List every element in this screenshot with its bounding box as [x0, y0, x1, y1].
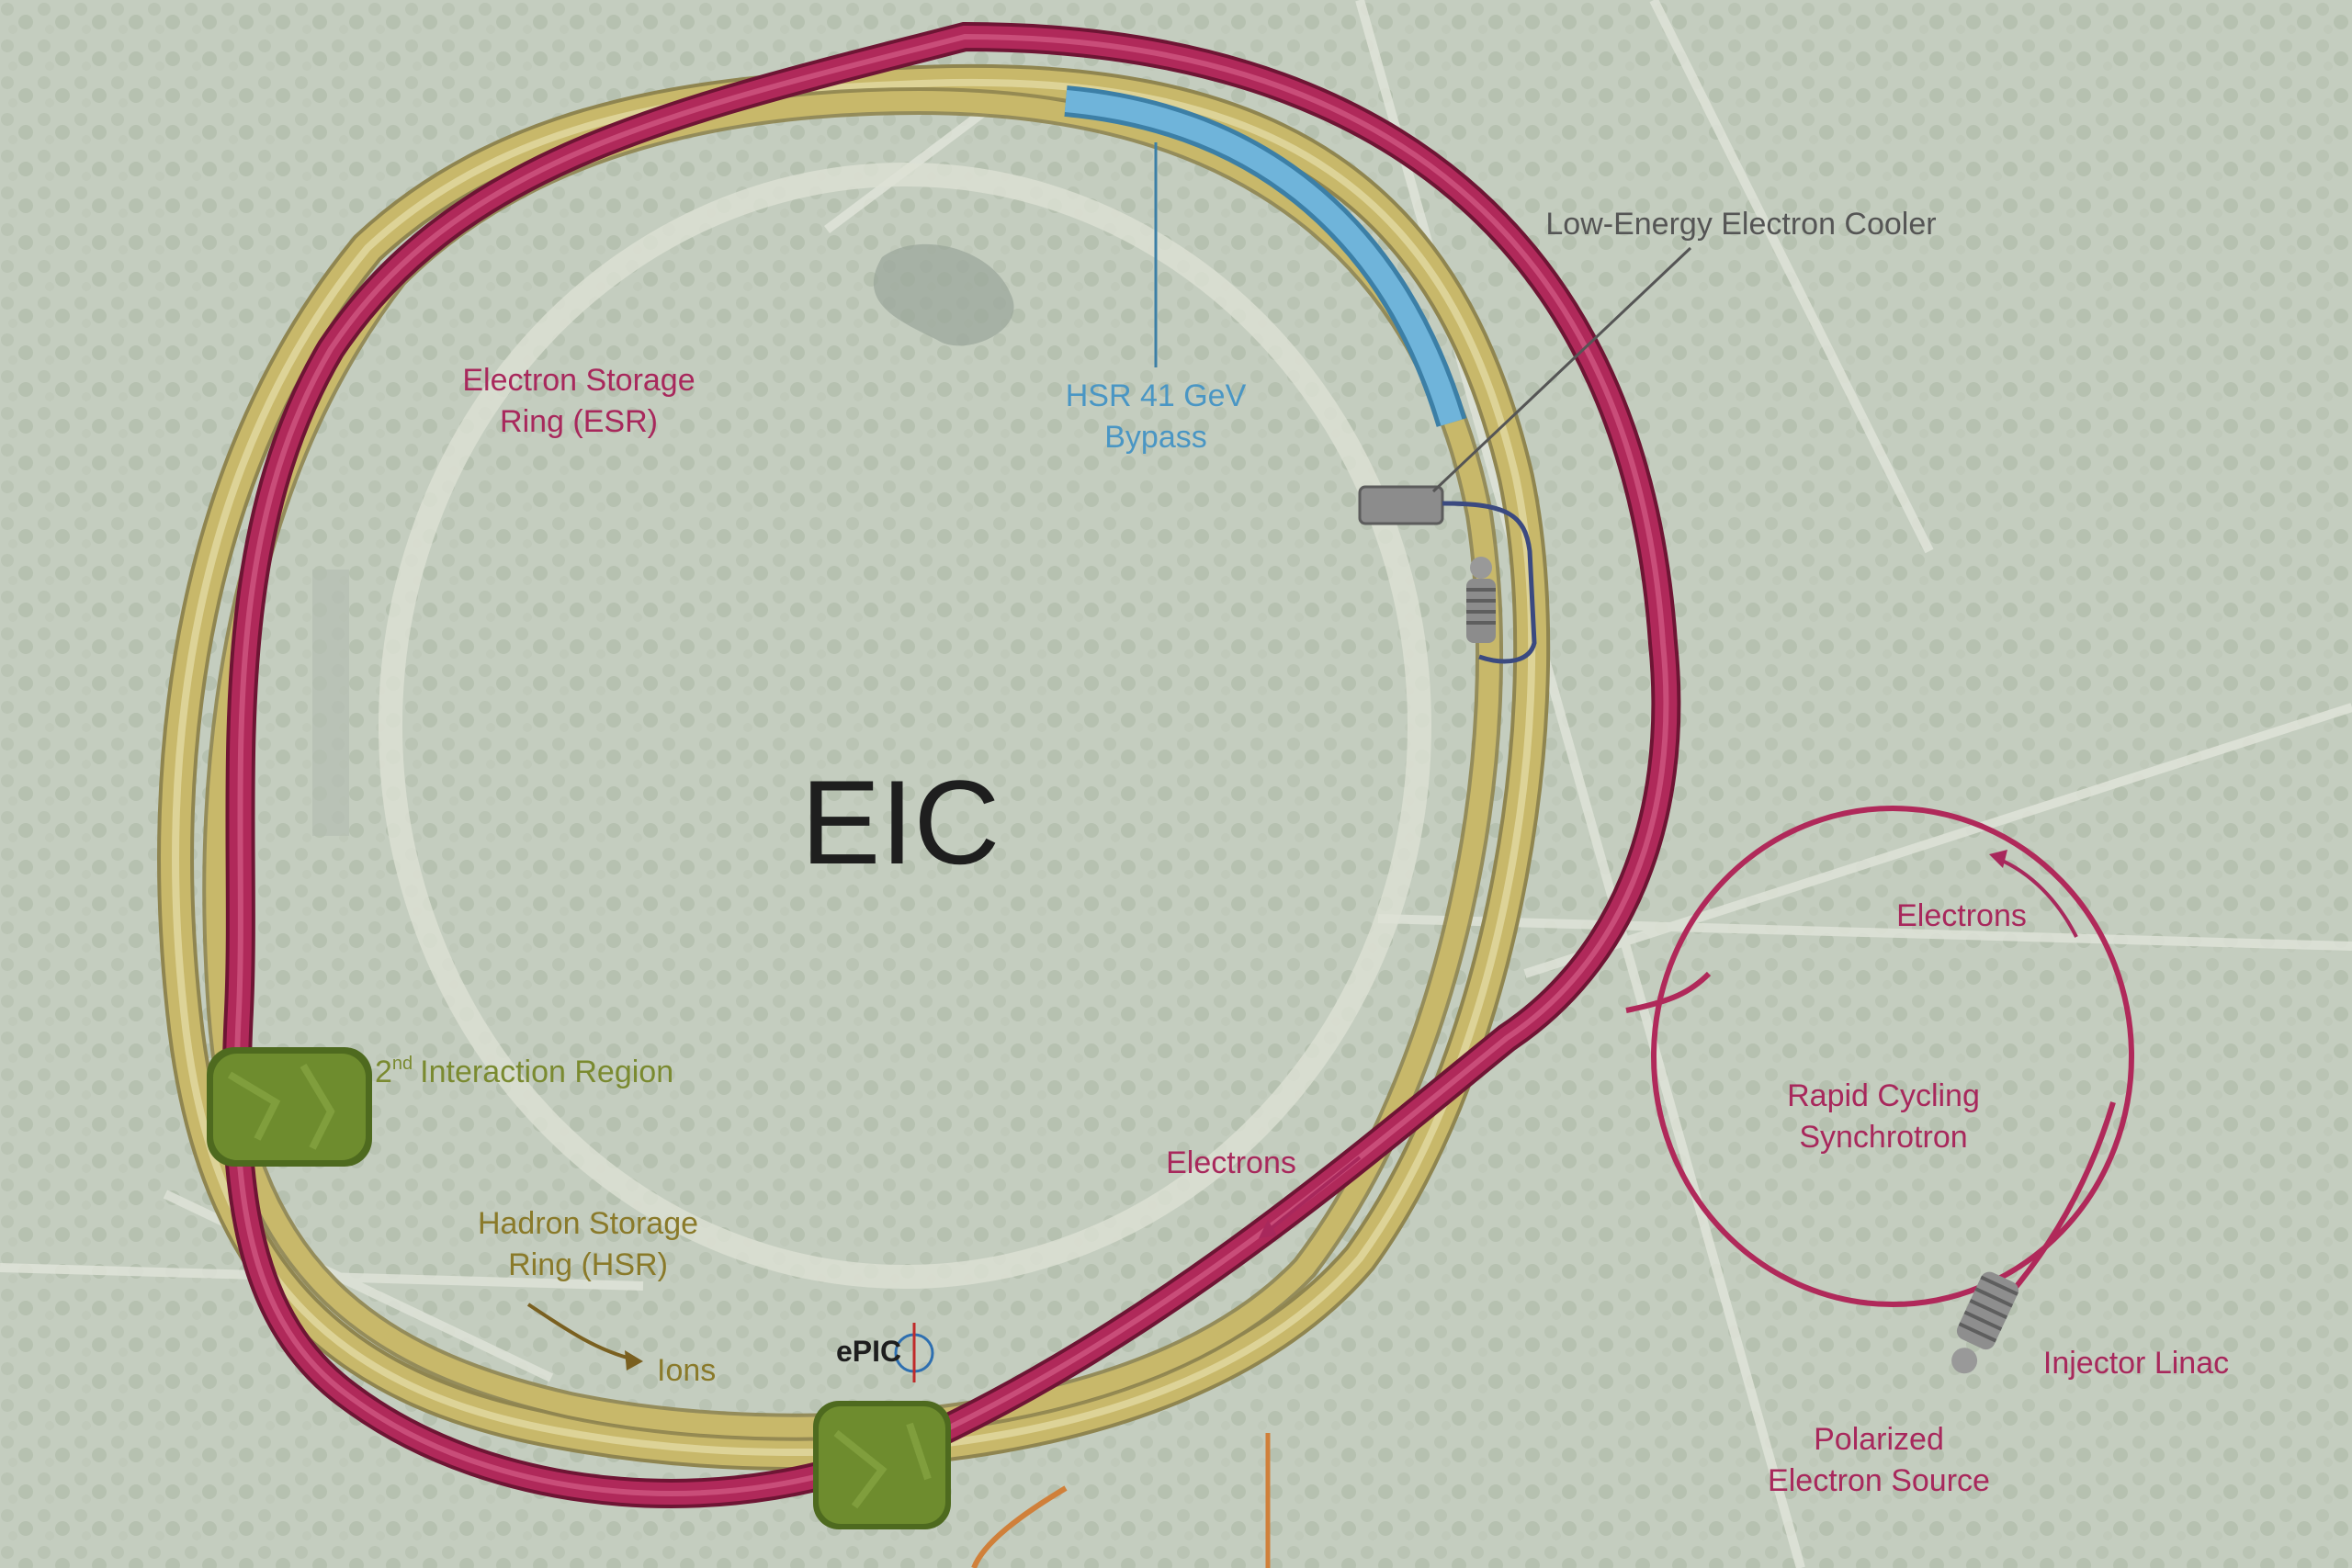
cooler-pointer [1431, 246, 1692, 493]
esr-label-line1: Electron Storage [462, 363, 695, 398]
injector-label: Injector Linac [2043, 1346, 2229, 1381]
cooler-label: Low-Energy Electron Cooler [1545, 207, 1936, 242]
bypass-label-line2: Bypass [1104, 420, 1207, 455]
low-energy-cooler-device [1358, 485, 1537, 664]
electrons-arrow-ring [1259, 1156, 1362, 1238]
ir2-label: 2nd Interaction Region [375, 1054, 673, 1089]
electrons-label-rcs: Electrons [1896, 898, 2027, 933]
clearing-strip [312, 570, 349, 836]
hsr-label-line1: Hadron Storage [478, 1206, 698, 1241]
cooler-coil [1466, 557, 1496, 643]
hsr-bypass-tube-highlight [1064, 90, 1463, 426]
diagram-title: EIC [801, 755, 1001, 889]
beam-line-orange [971, 1485, 1068, 1568]
rcs-label-line1: Rapid Cycling [1787, 1078, 1980, 1113]
source-label-line1: Polarized [1814, 1422, 1944, 1457]
rcs-label-line2: Synchrotron [1799, 1120, 1967, 1155]
transfer-line [1625, 971, 1712, 1013]
ir2-superscript: nd [392, 1054, 413, 1074]
epic-label: ePIC [836, 1335, 901, 1368]
injector-linac-coil [1951, 1271, 2019, 1374]
inner-clearing-ring [379, 163, 1431, 1289]
ir2-number: 2 [375, 1055, 392, 1089]
electrons-label-ring: Electrons [1166, 1145, 1296, 1180]
ions-label: Ions [657, 1353, 716, 1388]
epic-detector [813, 1401, 951, 1529]
interaction-region-2-detector [207, 1047, 372, 1167]
electrons-arrow-rcs [1989, 850, 2078, 938]
hsr-label-line2: Ring (HSR) [508, 1247, 668, 1282]
pond [873, 243, 1014, 346]
electron-storage-ring [221, 21, 1681, 1508]
ir2-text: Interaction Region [420, 1055, 673, 1089]
epic-logo-mark [894, 1323, 934, 1382]
source-label-line2: Electron Source [1768, 1463, 1990, 1498]
esr-label-line2: Ring (ESR) [500, 404, 658, 439]
ions-arrow [526, 1303, 643, 1371]
bypass-label-line1: HSR 41 GeV [1066, 378, 1247, 413]
rapid-cycling-synchrotron-ring [1651, 806, 2134, 1307]
